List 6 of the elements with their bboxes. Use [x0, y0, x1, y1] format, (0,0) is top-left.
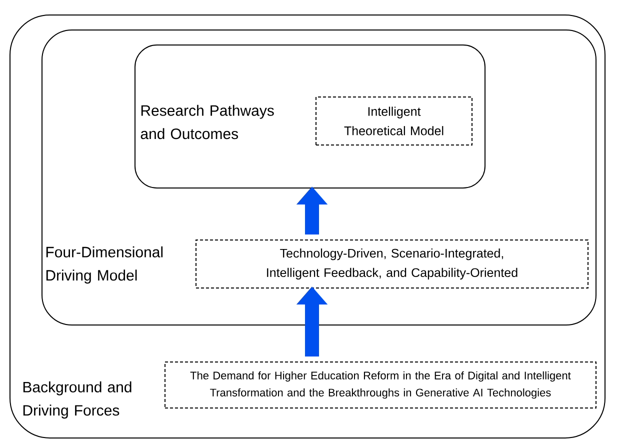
- dashed-box: Intelligent Theoretical Model: [316, 96, 472, 146]
- heading-text: Research Pathways and Outcomes: [140, 104, 274, 140]
- dashed-box: Technology-Driven, Scenario-Integrated, Intelligent Feedback, and Capability-Oriented: [196, 240, 589, 288]
- heading-text: Four-Dimensional Driving Model: [46, 246, 163, 284]
- dashed-box: The Demand for Higher Education Reform in the Era of Digital and Intelligent Transformation and the Breakthroughs in Generative AI Technologies: [164, 362, 596, 408]
- heading-text: Background and Driving Forces: [23, 381, 132, 419]
